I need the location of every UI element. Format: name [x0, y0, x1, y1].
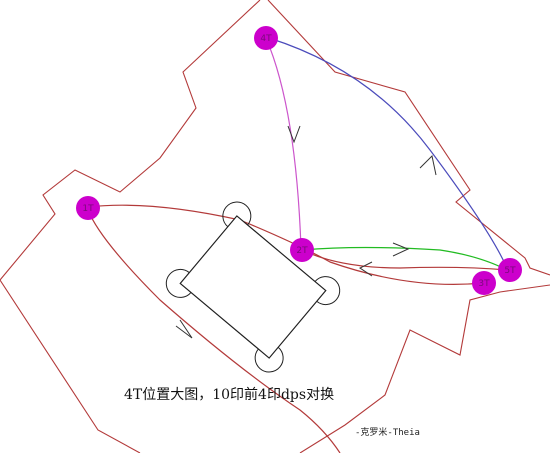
path-2t-to-5t-arrow: [392, 242, 410, 257]
path-4t-to-5t: [268, 37, 508, 269]
node-2t: 2T: [290, 238, 314, 262]
room-wall-outline: [0, 0, 8, 87]
node-2t-label: 2T: [296, 246, 308, 256]
path-2t-to-5t: [302, 246, 508, 271]
boss-marker: [165, 201, 341, 373]
diagram-caption: 4T位置大图，10印前4印dps对换: [124, 387, 335, 403]
node-3t: 3T: [472, 271, 496, 295]
node-4t-label: 4T: [260, 34, 272, 44]
node-4t: 4T: [254, 26, 278, 50]
node-3t-label: 3T: [478, 279, 490, 289]
node-1t-label: 1T: [82, 204, 94, 214]
node-5t: 5T: [498, 258, 522, 282]
author-credit: -克罗米-Theia: [355, 428, 420, 438]
path-5t-to-2t-arrow: [359, 261, 373, 277]
path-5t-to-2t: [301, 249, 508, 271]
node-1t: 1T: [76, 196, 100, 220]
node-5t-label: 5T: [504, 266, 516, 276]
path-4t-to-5t-arrow: [419, 154, 437, 176]
path-1t-down-arrow: [175, 319, 193, 339]
path-4t-to-2t-arrow: [287, 125, 301, 144]
path-4t-to-2t: [265, 37, 302, 249]
path-1t-down: [87, 209, 341, 453]
